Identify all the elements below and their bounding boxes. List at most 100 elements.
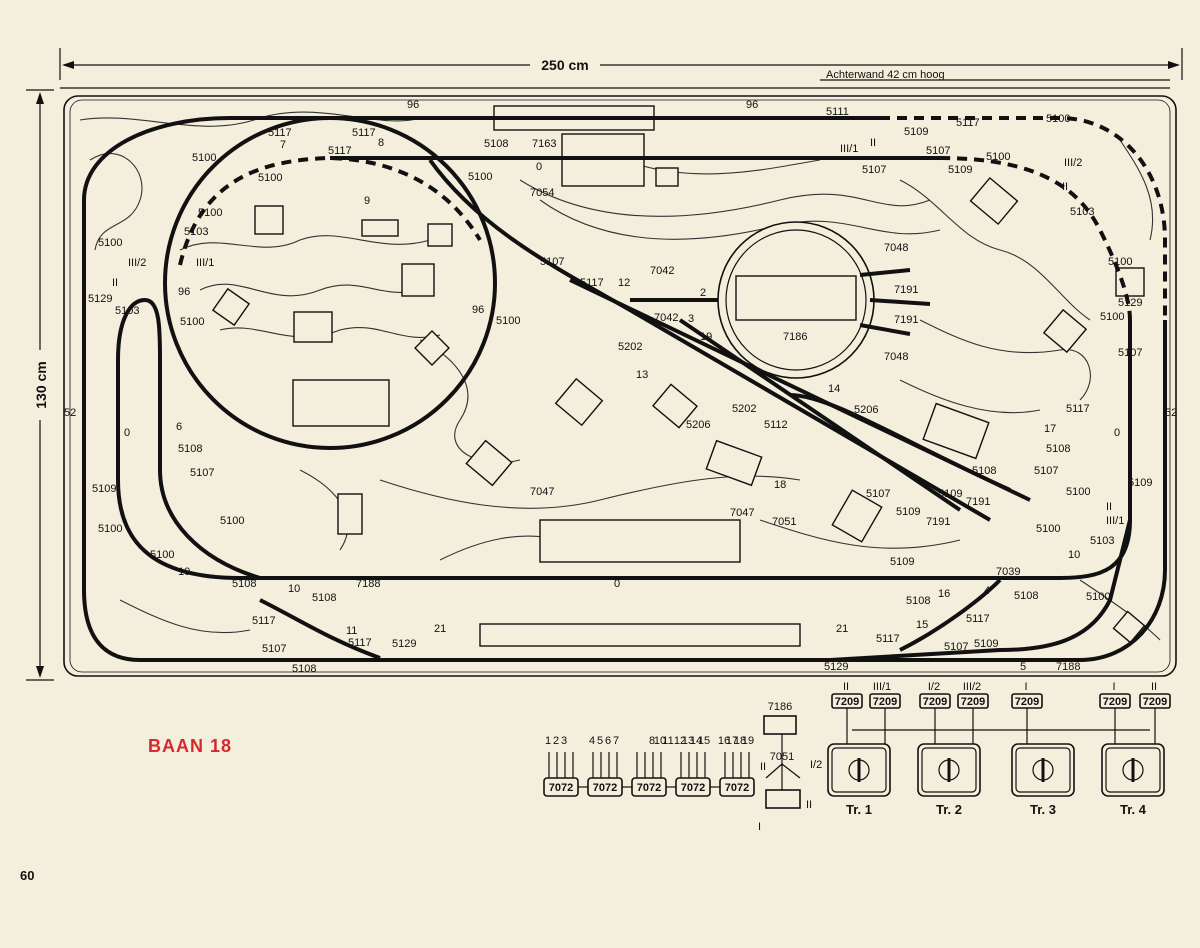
track-part-label: 5117 xyxy=(956,117,980,129)
signal-label: 9 xyxy=(364,195,370,207)
track-part-label: 21 xyxy=(434,623,446,635)
turntable-label: 7186 xyxy=(768,701,792,713)
back-wall-label: Achterwand 42 cm hoog xyxy=(826,69,945,81)
dimension-lines: 250 cm 130 cm Achterwand 42 cm hoog xyxy=(26,48,1183,681)
width-dimension: 250 cm xyxy=(541,57,588,73)
turntable-decoder-box xyxy=(765,789,801,809)
track-part-label: 5129 xyxy=(1118,297,1142,309)
switch-number: 2 xyxy=(553,735,559,747)
track-part-label: 7042 xyxy=(650,265,674,277)
track-part-label: 5117 xyxy=(966,613,990,625)
switch-number: 18 xyxy=(734,735,746,747)
track-part-label: 96 xyxy=(407,99,419,111)
baseboard-inner xyxy=(69,99,1171,673)
signal-label: III/2 xyxy=(128,257,146,269)
track-part-label: 7051 xyxy=(772,516,796,528)
track-part-label: 5109 xyxy=(904,126,928,138)
track-part-label: 5117 xyxy=(580,277,604,289)
track-part-label: 5108 xyxy=(1046,443,1070,455)
track-part-label: 5103 xyxy=(184,226,208,238)
baseboard-outline xyxy=(63,95,1177,677)
track-part-label: 0 xyxy=(124,427,130,439)
track-part-label: 5206 xyxy=(854,404,878,416)
transformer-name: Tr. 2 xyxy=(936,802,962,817)
track-part-label: 21 xyxy=(836,623,848,635)
track-part-label: 5100 xyxy=(98,523,122,535)
track-part-label: 5107 xyxy=(190,467,214,479)
track-part-label: 5100 xyxy=(220,515,244,527)
track-part-label: 5100 xyxy=(1066,486,1090,498)
transformer-circuit-label: I/2 xyxy=(928,681,940,693)
signal-label: 5 xyxy=(1020,661,1026,673)
transformer-output-label: 7209 xyxy=(1143,696,1167,708)
track-part-label: 5109 xyxy=(948,164,972,176)
transformer-circuit-label: III/1 xyxy=(873,681,891,693)
signal-label: 13 xyxy=(636,369,648,381)
track-part-label: 5100 xyxy=(180,316,204,328)
track-part-label: 5202 xyxy=(618,341,642,353)
signal-label: 14 xyxy=(828,383,840,395)
layout-title: BAAN 18 xyxy=(148,736,232,756)
switch-number: 13 xyxy=(682,735,694,747)
track-part-label: 96 xyxy=(178,286,190,298)
decoder-box xyxy=(719,777,755,797)
signal-label: III/1 xyxy=(196,257,214,269)
transformer-output-label: 7209 xyxy=(961,696,985,708)
track-part-label: 5117 xyxy=(1066,403,1090,415)
track-part-label: 7047 xyxy=(730,507,754,519)
track-part-label: 5107 xyxy=(540,256,564,268)
track-part-label: 5109 xyxy=(896,506,920,518)
switch-number: 8 xyxy=(649,735,655,747)
track-part-label: 5109 xyxy=(1128,477,1152,489)
track-part-label: 5108 xyxy=(292,663,316,675)
track-part-label: 5107 xyxy=(866,488,890,500)
track-part-label: 5107 xyxy=(862,164,886,176)
track-part-label: 5100 xyxy=(150,549,174,561)
track-part-label: 5100 xyxy=(1100,311,1124,323)
turntable-port-label: II xyxy=(760,761,766,773)
transformer-name: Tr. 1 xyxy=(846,802,872,817)
transformer-inner xyxy=(921,747,977,793)
track-part-label: 5117 xyxy=(328,145,352,157)
decoder-label: 7072 xyxy=(549,782,573,794)
transformer-circuit-label: II xyxy=(1151,681,1157,693)
track-part-label: 5107 xyxy=(944,641,968,653)
decoder-label: 7072 xyxy=(637,782,661,794)
transformer-output-label: 7209 xyxy=(873,696,897,708)
track-part-label: 52 xyxy=(64,407,76,419)
track-part-label: 5107 xyxy=(1118,347,1142,359)
signal-label: 12 xyxy=(618,277,630,289)
transformer-circuit-label: I xyxy=(1112,681,1115,693)
signal-label: II xyxy=(870,137,876,149)
track-part-label: 5111 xyxy=(826,106,849,118)
track-part-label: 5100 xyxy=(468,171,492,183)
switch-number: 10 xyxy=(654,735,666,747)
signal-label: III/1 xyxy=(840,143,858,155)
track-part-label: 7048 xyxy=(884,351,908,363)
track-part-label: 0 xyxy=(1114,427,1120,439)
track-part-label: 5117 xyxy=(352,127,376,139)
track-part-label: 0 xyxy=(536,161,542,173)
signal-label: II xyxy=(1106,501,1112,513)
track-part-label: 7039 xyxy=(996,566,1020,578)
signal-label: 18 xyxy=(774,479,786,491)
track-part-label: 5109 xyxy=(974,638,998,650)
track-part-label: 5109 xyxy=(92,483,116,495)
track-part-label: 96 xyxy=(746,99,758,111)
track-part-label: 5202 xyxy=(732,403,756,415)
signal-label: 11 xyxy=(346,625,357,637)
track-part-label: 5112 xyxy=(764,419,788,431)
track-part-label: 5129 xyxy=(88,293,112,305)
track-part-label: 5117 xyxy=(876,633,900,645)
height-dimension: 130 cm xyxy=(33,361,49,408)
switch-number: 16 xyxy=(718,735,730,747)
track-part-label: 5108 xyxy=(906,595,930,607)
track-part-label: 0 xyxy=(614,578,620,590)
track-part-label: 5117 xyxy=(348,637,372,649)
